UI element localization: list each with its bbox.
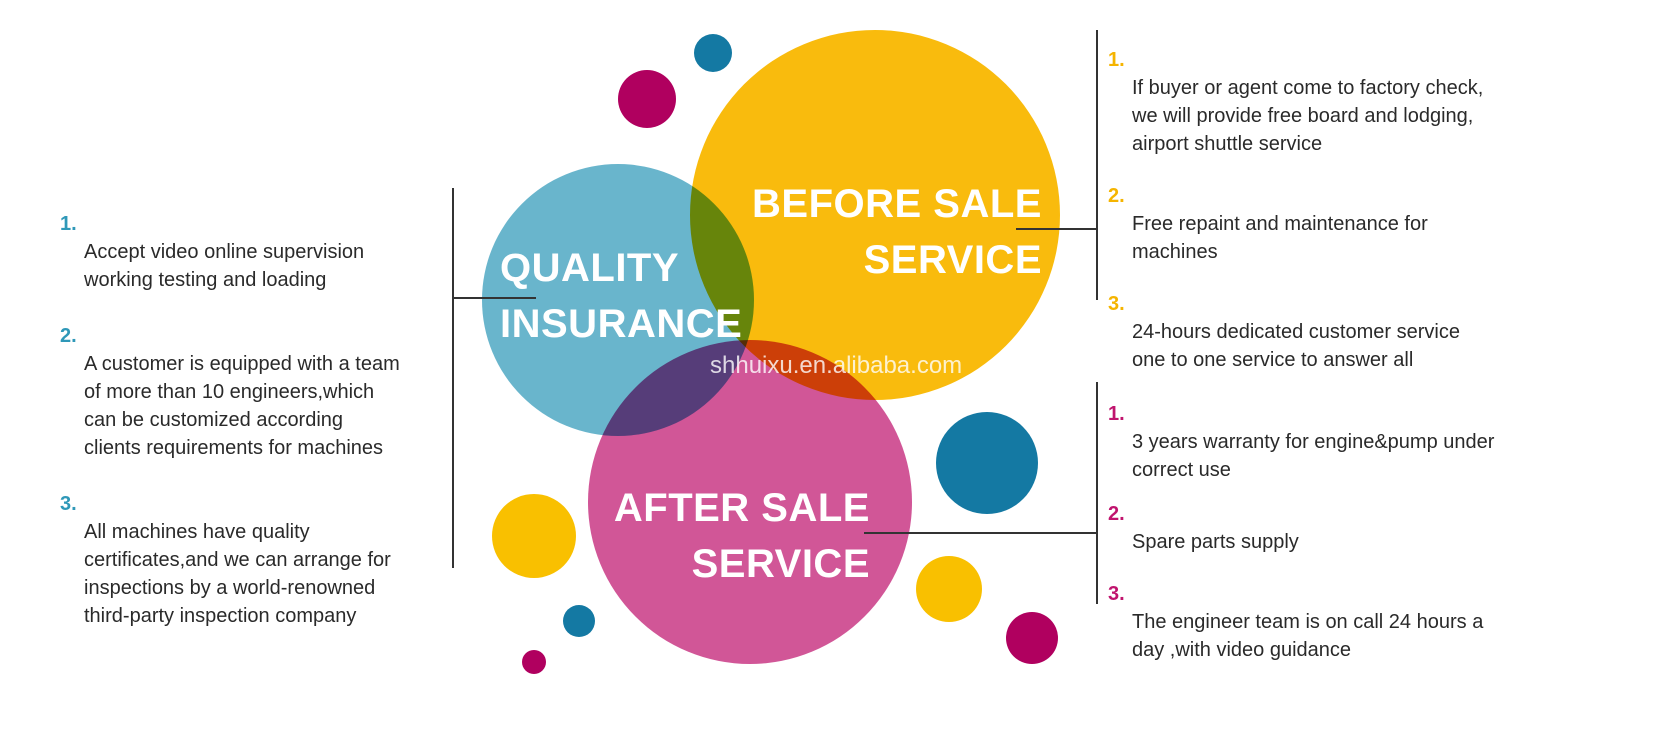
decor-dot-magenta-right: [1006, 612, 1058, 664]
before-sale-item: 2. Free repaint and maintenance for machi…: [1108, 182, 1608, 266]
item-number: 2.: [60, 325, 77, 347]
after-sale-item-text: 3 years warranty for engine&pump under c…: [1132, 431, 1495, 481]
quality-item: 1. Accept video online supervision workin…: [60, 210, 450, 294]
before-sale-item: 1. If buyer or agent come to factory chec…: [1108, 46, 1608, 158]
decor-dot-blue-top: [694, 34, 732, 72]
quality-list: 1. Accept video online supervision workin…: [60, 210, 450, 630]
decor-dot-magenta-top: [618, 70, 676, 128]
before-sale-item-text: 24-hours dedicated customer service one …: [1132, 321, 1460, 371]
after-sale-title: AFTER SALE SERVICE: [613, 486, 870, 586]
before-sale-item-text: If buyer or agent come to factory check,…: [1132, 77, 1484, 155]
quality-item-text: A customer is equipped with a team of mo…: [84, 353, 400, 459]
after-sale-bracket-line: [1096, 382, 1098, 604]
after-sale-item: 2. Spare parts supply: [1108, 500, 1608, 556]
item-number: 2.: [1108, 185, 1125, 207]
item-number: 1.: [60, 213, 77, 235]
item-number: 1.: [1108, 49, 1125, 71]
after-sale-item-text: The engineer team is on call 24 hours a …: [1132, 611, 1484, 661]
item-number: 2.: [1108, 503, 1125, 525]
after-sale-item-text: Spare parts supply: [1132, 531, 1299, 553]
quality-item-text: All machines have quality certificates,a…: [84, 521, 391, 627]
after-sale-circle: [588, 340, 912, 664]
before-sale-connector: [1016, 228, 1098, 230]
item-number: 3.: [1108, 293, 1125, 315]
decor-dot-blue-small: [563, 605, 595, 637]
after-sale-list: 1. 3 years warranty for engine&pump under…: [1108, 400, 1608, 664]
before-sale-item: 3. 24-hours dedicated customer service on…: [1108, 290, 1608, 374]
before-sale-circle: [690, 30, 1060, 400]
before-sale-bracket-line: [1096, 30, 1098, 300]
decor-dot-yellow-right: [916, 556, 982, 622]
quality-title: QUALITY INSURANCE: [500, 246, 743, 346]
watermark-text: shhuixu.en.alibaba.com: [710, 352, 963, 379]
item-number: 1.: [1108, 403, 1125, 425]
quality-item: 3. All machines have quality certificates…: [60, 490, 450, 630]
quality-connector: [452, 297, 536, 299]
item-number: 3.: [60, 493, 77, 515]
after-sale-connector: [864, 532, 1098, 534]
quality-item-text: Accept video online supervision working …: [84, 241, 365, 291]
before-sale-item-text: Free repaint and maintenance for machine…: [1132, 213, 1428, 263]
item-number: 3.: [1108, 583, 1125, 605]
quality-bracket-line: [452, 188, 454, 568]
after-sale-item: 1. 3 years warranty for engine&pump under…: [1108, 400, 1608, 484]
before-sale-title: BEFORE SALE SERVICE: [752, 182, 1042, 282]
after-sale-item: 3. The engineer team is on call 24 hours …: [1108, 580, 1608, 664]
decor-dot-magenta-small: [522, 650, 546, 674]
decor-dot-blue-right: [936, 412, 1038, 514]
quality-item: 2. A customer is equipped with a team of …: [60, 322, 450, 462]
before-sale-list: 1. If buyer or agent come to factory chec…: [1108, 46, 1608, 374]
decor-dot-yellow-left: [492, 494, 576, 578]
